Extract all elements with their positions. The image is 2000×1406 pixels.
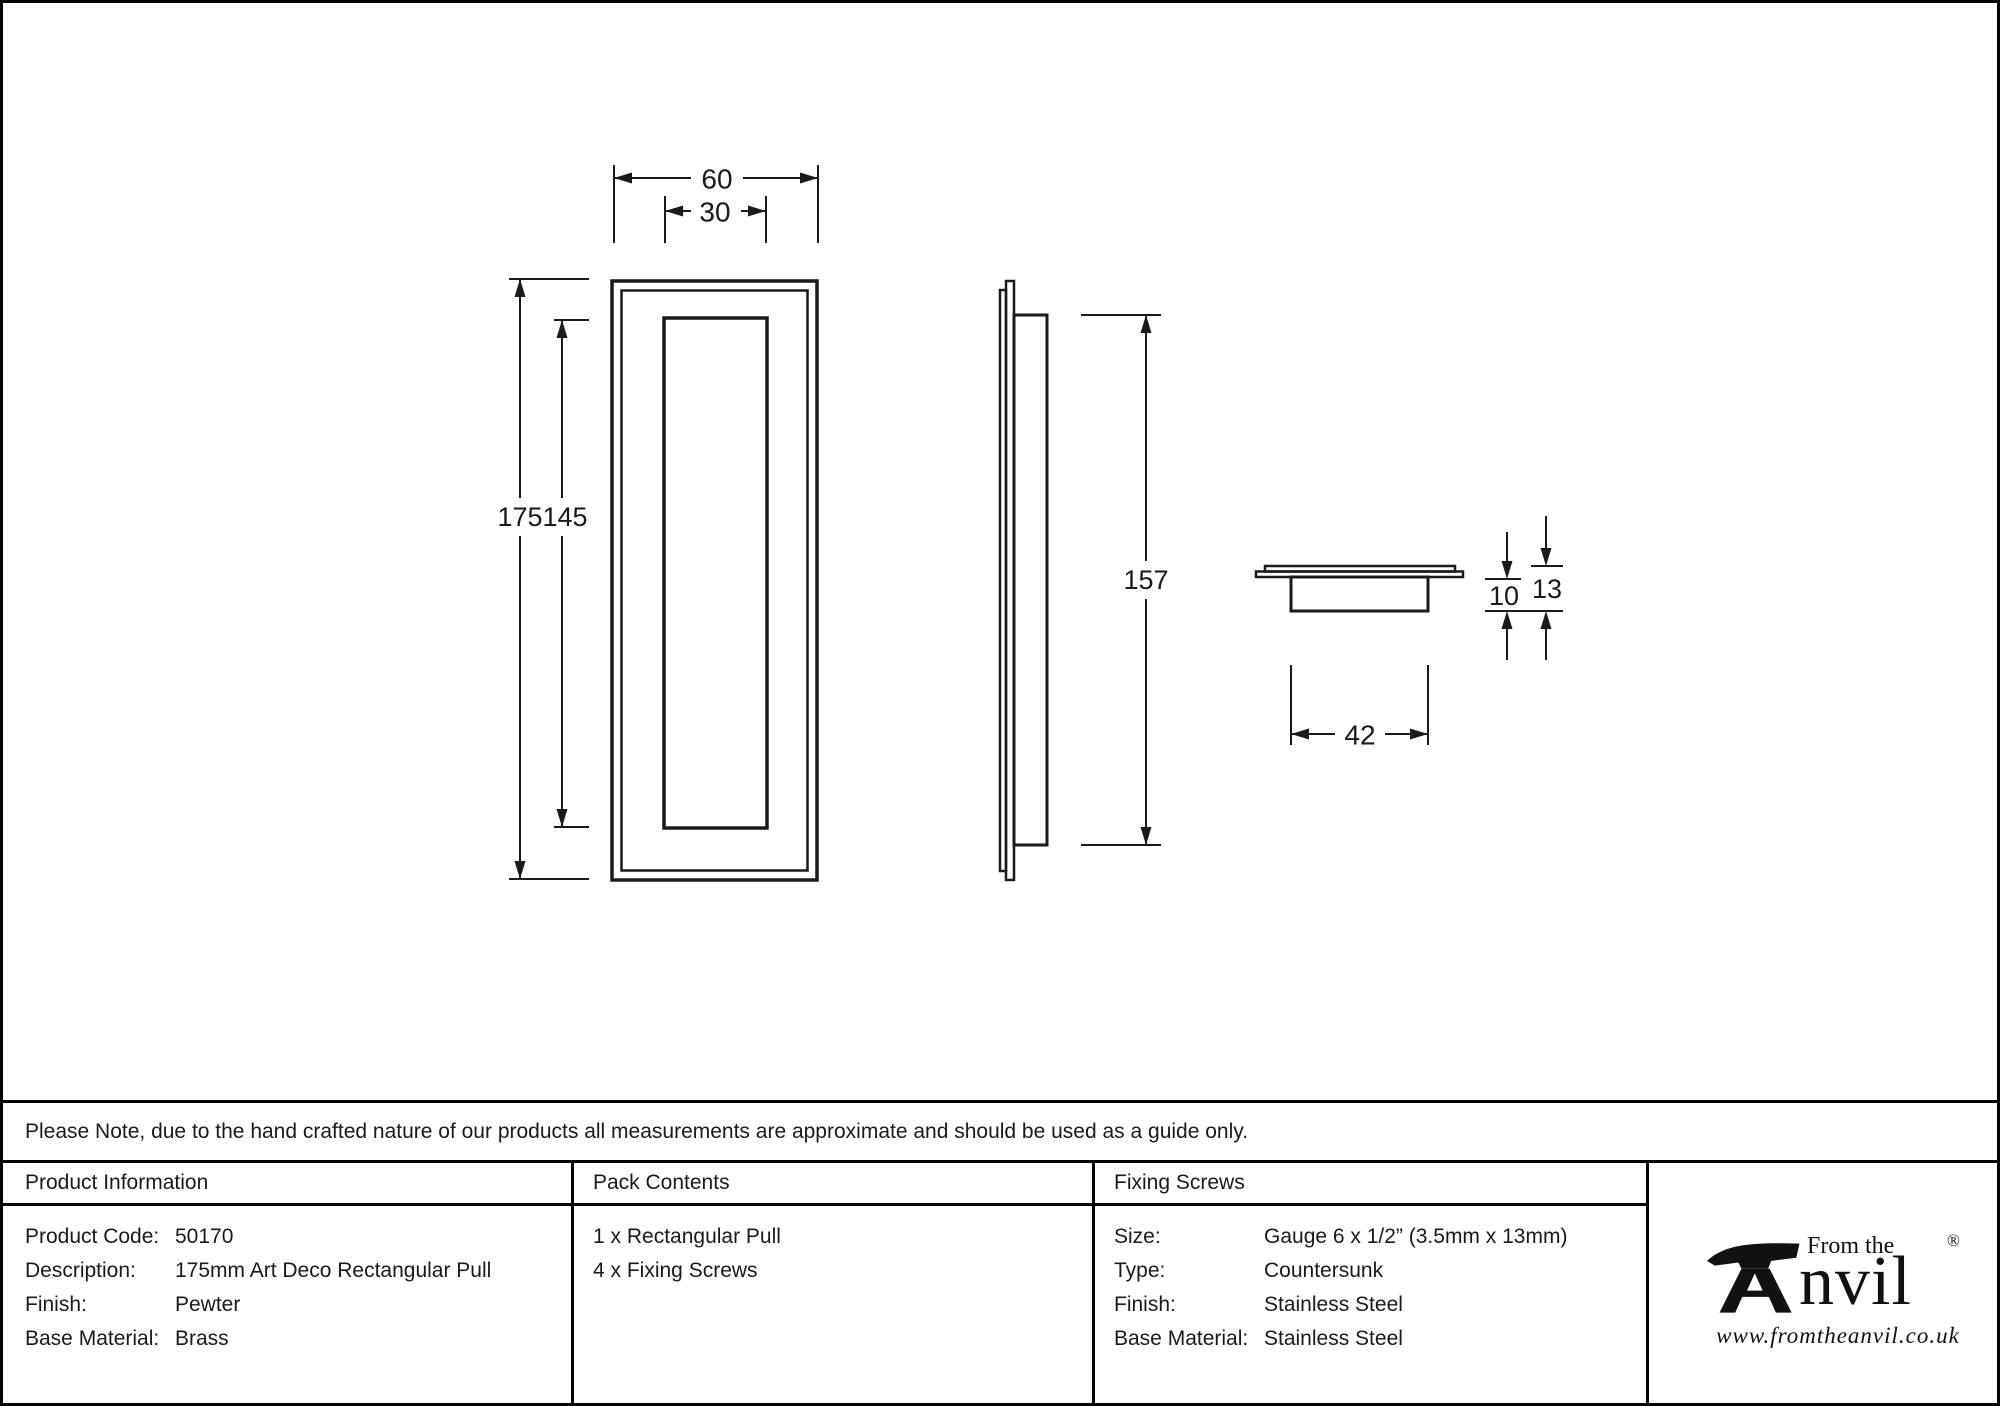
dim-front-inner-width: 30 — [699, 197, 730, 228]
side-dimension-label: 157 — [1117, 561, 1175, 599]
screw-size-value: Gauge 6 x 1/2” (3.5mm x 13mm) — [1264, 1225, 1568, 1248]
screw-base-material-value: Stainless Steel — [1264, 1327, 1403, 1350]
screw-base-material-label: Base Material: — [1114, 1327, 1249, 1350]
front-view — [610, 279, 819, 882]
pack-item: 4 x Fixing Screws — [593, 1259, 758, 1282]
screw-finish-value: Stainless Steel — [1264, 1293, 1403, 1316]
pack-contents-details: 1 x Rectangular Pull 4 x Fixing Screws — [574, 1206, 1095, 1403]
top-dimension-arrows — [1291, 548, 1552, 740]
anvil-icon — [1707, 1243, 1800, 1313]
technical-drawing: 60 30 175 145 157 — [489, 162, 1563, 882]
description-value: 175mm Art Deco Rectangular Pull — [175, 1259, 492, 1282]
dim-cup-width: 42 — [1344, 720, 1375, 751]
header-pack-contents: Pack Contents — [574, 1163, 1095, 1206]
brand-logo-cell: From the nvil ® www.fromtheanvil.co.uk — [1649, 1163, 1997, 1403]
info-table: Please Note, due to the hand crafted nat… — [3, 1100, 1997, 1403]
description-label: Description: — [25, 1259, 136, 1282]
dim-front-height: 175 — [497, 502, 542, 532]
base-material-value: Brass — [175, 1327, 229, 1350]
finish-label: Finish: — [25, 1293, 87, 1316]
screw-type-label: Type: — [1114, 1259, 1166, 1282]
logo-brand-word-anvil: nvil — [1799, 1243, 1912, 1320]
dim-side-height: 157 — [1123, 565, 1168, 595]
top-view — [1254, 564, 1465, 613]
fixing-screws-details: Size: Gauge 6 x 1/2” (3.5mm x 13mm) Type… — [1095, 1206, 1649, 1403]
header-product-information: Product Information — [3, 1163, 574, 1206]
pack-item: 1 x Rectangular Pull — [593, 1225, 781, 1248]
top-dimension-labels: 42 10 13 — [1335, 574, 1562, 751]
side-dimension-arrows — [1140, 315, 1152, 845]
measurement-note-text: Please Note, due to the hand crafted nat… — [25, 1119, 1249, 1143]
measurement-note: Please Note, due to the hand crafted nat… — [3, 1103, 1997, 1163]
side-view — [998, 279, 1049, 882]
screw-finish-label: Finish: — [1114, 1293, 1176, 1316]
screw-type-value: Countersunk — [1264, 1259, 1384, 1282]
logo-from-the: From the — [1807, 1233, 1895, 1259]
header-fixing-screws: Fixing Screws — [1095, 1163, 1649, 1206]
base-material-label: Base Material: — [25, 1327, 160, 1350]
front-dimension-labels: 60 30 175 145 — [489, 162, 743, 536]
dim-cup-depth: 10 — [1489, 581, 1519, 611]
finish-value: Pewter — [175, 1293, 241, 1316]
dim-front-inner-height: 145 — [542, 502, 587, 532]
logo-website-url: www.fromtheanvil.co.uk — [1716, 1323, 1960, 1348]
front-dimension-arrows — [514, 172, 818, 879]
product-information-details: Product Code: 50170 Description: 175mm A… — [3, 1206, 574, 1403]
screw-size-label: Size: — [1114, 1225, 1161, 1248]
dim-front-width: 60 — [701, 164, 732, 195]
dim-overall-depth: 13 — [1532, 574, 1562, 604]
product-code-value: 50170 — [175, 1225, 234, 1248]
from-the-anvil-logo: From the nvil ® www.fromtheanvil.co.uk — [1707, 1231, 1969, 1353]
header-product-information-label: Product Information — [25, 1171, 209, 1194]
header-pack-contents-label: Pack Contents — [593, 1171, 730, 1194]
header-fixing-screws-label: Fixing Screws — [1114, 1171, 1245, 1194]
top-dimensions — [1290, 516, 1563, 745]
product-code-label: Product Code: — [25, 1225, 160, 1248]
registered-trademark-icon: ® — [1947, 1231, 1960, 1250]
